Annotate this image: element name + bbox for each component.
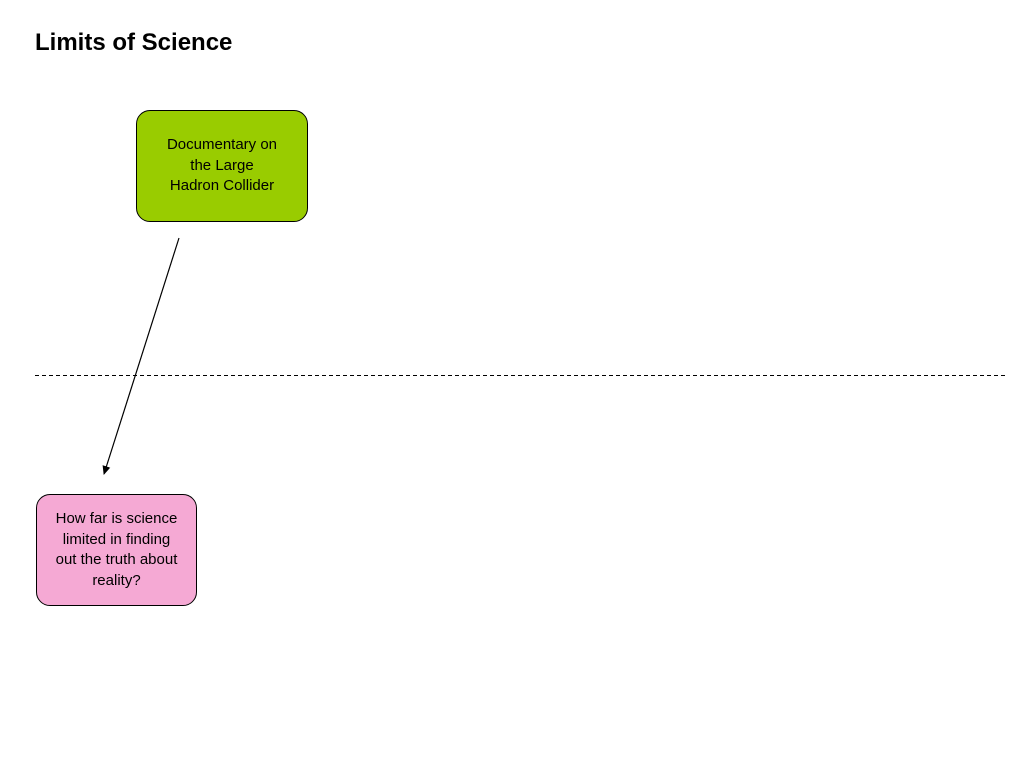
question-node-line-4: reality? — [92, 571, 141, 589]
documentary-node-line-1: Documentary on — [166, 136, 278, 154]
documentary-node-line-2: the Large — [190, 156, 254, 174]
documentary-node-text: Documentary on the Large Hadron Collider — [167, 135, 277, 197]
connector-arrow — [102, 237, 180, 475]
slide-title: Limits of Science — [35, 29, 233, 56]
question-node: How far is science limited in finding ou… — [36, 494, 197, 606]
question-node-line-1: How far is science — [55, 510, 178, 527]
documentary-node: Documentary on the Large Hadron Collider — [136, 110, 308, 222]
documentary-node-line-3: Hadron Collider — [169, 177, 275, 195]
question-node-text: How far is science limited in finding ou… — [56, 509, 178, 591]
question-node-line-2: limited in finding — [62, 530, 171, 548]
question-node-line-3: out the truth about — [55, 551, 178, 568]
